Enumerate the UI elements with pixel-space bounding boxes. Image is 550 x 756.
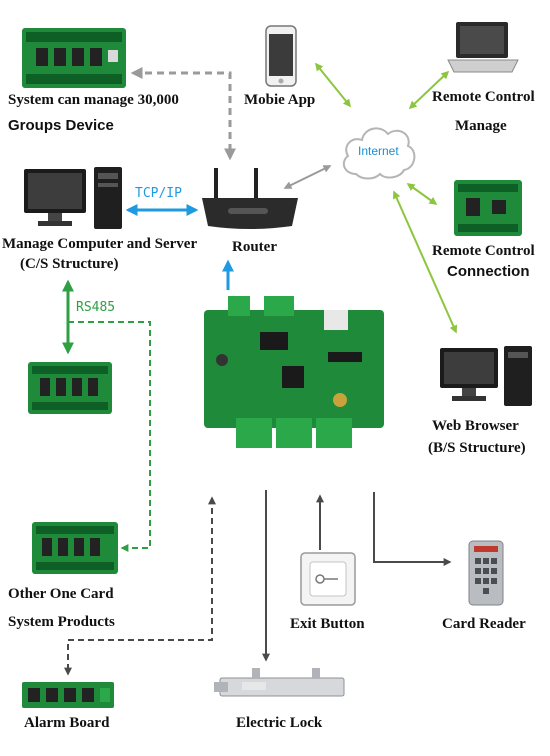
electric-lock-icon	[214, 668, 345, 697]
main-controller-board-icon	[204, 296, 384, 448]
alarm-board-icon	[22, 682, 114, 708]
remote-board-icon	[454, 180, 522, 236]
manage-computer-label-line2: (C/S Structure)	[20, 256, 119, 272]
remote-control-connection-label-line1: Remote Control	[432, 243, 535, 259]
link-internet-web	[392, 190, 458, 334]
tcp-ip-label: TCP/IP	[135, 186, 182, 201]
web-browser-label-line2: (B/S Structure)	[428, 440, 526, 456]
mobile-app-label: Mobie App	[244, 92, 316, 108]
electric-lock-label: Electric Lock	[236, 715, 323, 731]
expansion-board-icon	[28, 362, 112, 414]
remote-control-manage-label-line2: Manage	[455, 118, 507, 134]
desktop-computer-icon	[24, 167, 122, 229]
system-manage-label-line1: System can manage 30,000	[8, 92, 179, 108]
alarm-board-label: Alarm Board	[24, 715, 110, 731]
card-reader-label: Card Reader	[442, 616, 526, 632]
link-internet-remote	[406, 183, 438, 205]
link-rs485-other	[68, 321, 151, 552]
link-controller-alarm	[64, 496, 216, 676]
exit-button-label: Exit Button	[290, 616, 365, 632]
web-computer-icon	[440, 346, 532, 406]
exit-button-icon	[300, 552, 356, 606]
web-browser-label-line1: Web Browser	[432, 418, 519, 434]
other-card-label-line1: Other One Card	[8, 586, 114, 602]
rs485-label: RS485	[76, 300, 116, 315]
laptop-icon	[447, 22, 519, 73]
other-card-board-icon	[32, 522, 118, 574]
card-reader-icon	[468, 540, 504, 606]
system-manage-label-line2: Groups Device	[8, 117, 114, 134]
internet-cloud-icon	[342, 127, 416, 180]
remote-control-connection-label-line2: Connection	[447, 263, 530, 280]
remote-control-manage-label-line1: Remote Control	[432, 89, 535, 105]
link-controller-reader	[373, 492, 452, 566]
link-internet-laptop	[408, 70, 450, 110]
link-internet-mobile	[314, 62, 352, 108]
manage-computer-label-line1: Manage Computer and Server	[2, 236, 198, 252]
system-board-icon	[22, 28, 126, 88]
link-router-internet	[283, 165, 332, 189]
other-card-label-line2: System Products	[8, 614, 115, 630]
link-system-router	[130, 67, 236, 161]
router-label: Router	[232, 239, 277, 255]
router-icon	[202, 168, 298, 229]
smartphone-icon	[265, 25, 297, 87]
internet-label: Internet	[358, 144, 399, 158]
